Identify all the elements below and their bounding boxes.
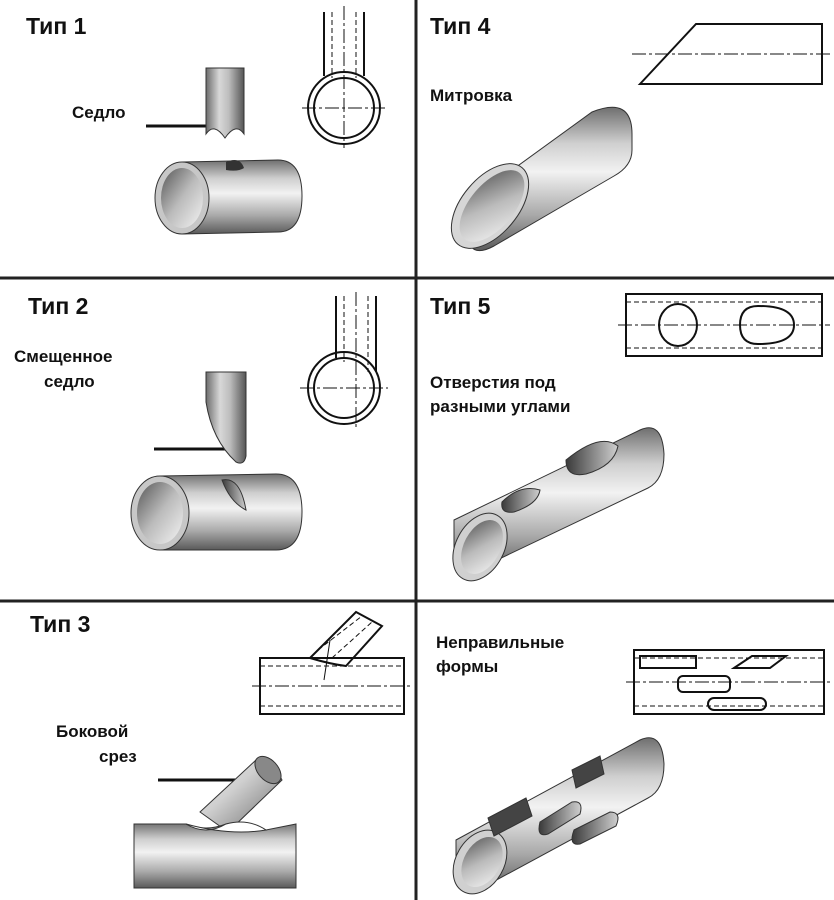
panel-type4-title: Тип 4 (430, 13, 491, 39)
main-pipe (159, 473, 303, 551)
main-pipe (133, 822, 297, 889)
panel-type2-label-line1: Смещенное (14, 347, 112, 366)
pipe-bore (461, 520, 503, 574)
angled-hole-1 (501, 488, 541, 513)
type6-technical-drawing (626, 649, 832, 715)
slot-cutout (538, 801, 582, 836)
panel-type6: Неправильные формы (436, 633, 832, 895)
panel-type3-title: Тип 3 (30, 611, 90, 637)
panel-type5-label-line2: разными углами (430, 397, 570, 416)
angled-hole-2 (565, 440, 619, 476)
rect-cutout-2 (571, 755, 605, 789)
pipe-bore (161, 168, 203, 228)
panel-type2: Тип 2 Смещенное седло (14, 292, 388, 551)
pipe-bore (137, 482, 183, 544)
panel-type1-title: Тип 1 (26, 13, 87, 39)
panel-type3: Тип 3 Боковой срез (30, 610, 412, 889)
panel-type2-title: Тип 2 (28, 293, 88, 319)
type5-technical-drawing (618, 293, 830, 357)
miter-bore (459, 170, 525, 242)
type3-technical-drawing (252, 610, 412, 715)
panel-type5-title: Тип 5 (430, 293, 491, 319)
offset-saddle-hole (221, 479, 247, 511)
panel-type1: Тип 1 Седло (26, 6, 386, 235)
panel-type6-label-line1: Неправильные (436, 633, 564, 652)
branch-pipe (205, 67, 245, 139)
panel-type2-label-line2: седло (44, 372, 95, 391)
saddle-hole (226, 160, 244, 171)
side-cut-notch (185, 821, 268, 833)
branch-pipe (205, 371, 247, 464)
type1-technical-drawing (302, 6, 386, 148)
panel-type3-label-line2: срез (99, 747, 137, 766)
panel-type1-label-line1: Седло (72, 103, 125, 122)
panel-type6-label-line2: формы (436, 657, 498, 676)
panel-type3-label-line1: Боковой (56, 722, 128, 741)
rect-cutout (487, 797, 533, 837)
panel-type5-label-line1: Отверстия под (430, 373, 556, 392)
branch-pipe-end (254, 755, 282, 785)
type2-technical-drawing (300, 292, 388, 430)
main-pipe (181, 159, 303, 235)
panel-type4-label-line1: Митровка (430, 86, 513, 105)
panel-type4: Тип 4 Митровка (430, 13, 830, 252)
pipe-bore (461, 836, 503, 888)
panel-type5: Тип 5 Отверстия под разными углами (430, 293, 830, 582)
slot-cutout-2 (571, 811, 619, 845)
type4-technical-drawing (632, 23, 830, 85)
